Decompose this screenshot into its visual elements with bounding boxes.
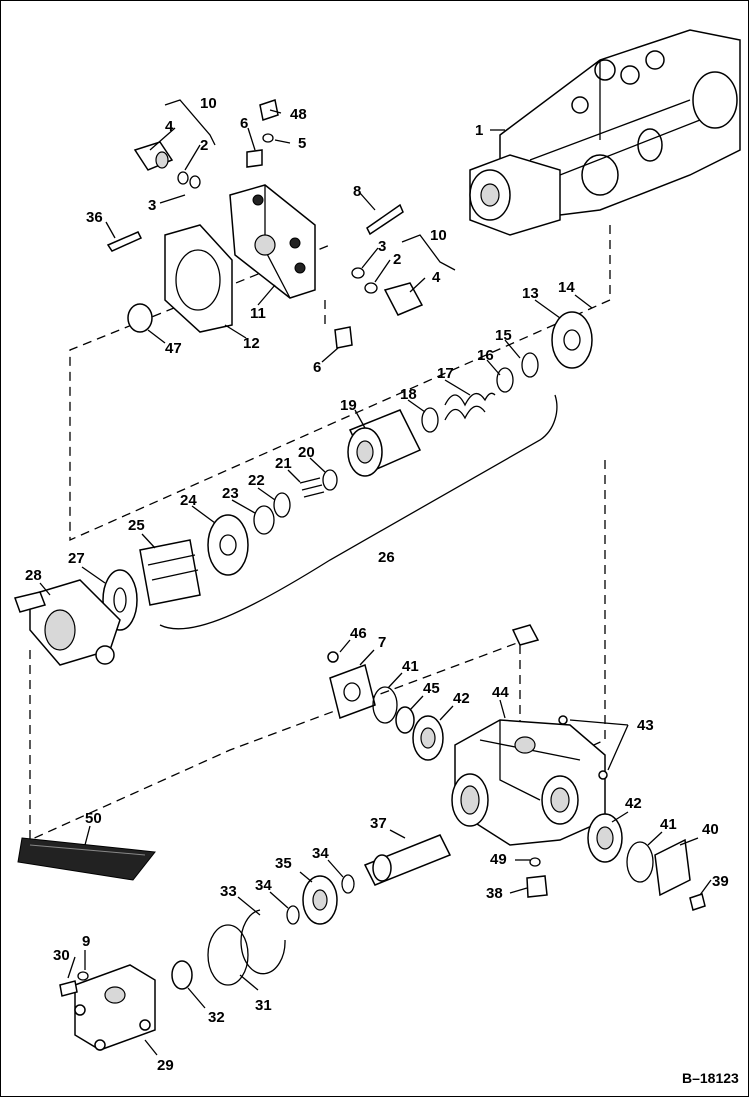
callout-label: 8 — [353, 183, 361, 200]
bracket-curves — [159, 99, 558, 630]
callout-label: 44 — [492, 684, 509, 701]
callout-label: 41 — [660, 816, 677, 833]
callout-label: 6 — [240, 115, 248, 132]
callout-label: 47 — [165, 340, 182, 357]
callout-label: 12 — [243, 335, 260, 352]
callout-label: 4 — [165, 118, 174, 135]
callout-label: 31 — [255, 997, 272, 1014]
callout-label: 17 — [437, 365, 454, 382]
leader-lines — [39, 109, 712, 1056]
callout-label: 49 — [490, 851, 507, 868]
callout-label: 10 — [200, 95, 217, 112]
callout-label: 36 — [86, 209, 103, 226]
gasket-12 — [164, 224, 233, 333]
callout-label: 26 — [378, 549, 395, 566]
callout-label: 50 — [85, 810, 102, 827]
callout-label: 28 — [25, 567, 42, 584]
callout-label: 20 — [298, 444, 315, 461]
callout-label: 18 — [400, 386, 417, 403]
callout-label: 4 — [432, 269, 441, 286]
callout-label: 24 — [180, 492, 197, 509]
callout-label: 29 — [157, 1057, 174, 1074]
callout-label: 1 — [475, 122, 483, 139]
callout-label: 37 — [370, 815, 387, 832]
callout-label: 23 — [222, 485, 239, 502]
callout-label: 33 — [220, 883, 237, 900]
upper-small-parts — [106, 99, 424, 349]
gear-pump-29 — [59, 964, 156, 1051]
callout-label: 46 — [350, 625, 367, 642]
callout-label: 40 — [702, 821, 719, 838]
callout-label: 42 — [625, 795, 642, 812]
callout-label: 21 — [275, 455, 292, 472]
callout-label: 5 — [298, 135, 306, 152]
callout-label: 14 — [558, 279, 575, 296]
decal-50 — [17, 837, 156, 881]
figure-reference-code: B–18123 — [682, 1070, 739, 1086]
callout-label: 16 — [477, 347, 494, 364]
callout-label: 7 — [378, 634, 386, 651]
callout-label: 34 — [255, 877, 272, 894]
lower-right-parts — [327, 651, 706, 911]
valve-housing-11 — [229, 184, 316, 299]
main-housing-44 — [451, 624, 608, 846]
callout-label: 39 — [712, 873, 729, 890]
rotating-group — [14, 311, 593, 666]
pump-assembly-1 — [469, 29, 741, 236]
callout-label: 15 — [495, 327, 512, 344]
callout-labels: 1 10 4 2 3 36 6 48 5 8 10 3 2 4 11 12 47… — [25, 95, 729, 1074]
callout-label: 30 — [53, 947, 70, 964]
callout-label: 3 — [148, 197, 156, 214]
callout-label: 41 — [402, 658, 419, 675]
callout-label: 19 — [340, 397, 357, 414]
callout-label: 11 — [250, 305, 266, 322]
callout-label: 9 — [82, 933, 90, 950]
callout-label: 6 — [313, 359, 321, 376]
callout-label: 34 — [312, 845, 329, 862]
callout-label: 2 — [393, 251, 401, 268]
shaft-bearing-parts — [171, 874, 355, 990]
callout-label: 27 — [68, 550, 85, 567]
callout-label: 38 — [486, 885, 503, 902]
callout-label: 32 — [208, 1009, 225, 1026]
callout-label: 22 — [248, 472, 265, 489]
callout-label: 25 — [128, 517, 145, 534]
callout-label: 43 — [637, 717, 654, 734]
callout-label: 2 — [200, 137, 208, 154]
callout-label: 45 — [423, 680, 440, 697]
callout-label: 35 — [275, 855, 292, 872]
callout-label: 10 — [430, 227, 447, 244]
callout-label: 48 — [290, 106, 307, 123]
callout-label: 13 — [522, 285, 539, 302]
callout-label: 3 — [378, 238, 386, 255]
callout-label: 42 — [453, 690, 470, 707]
